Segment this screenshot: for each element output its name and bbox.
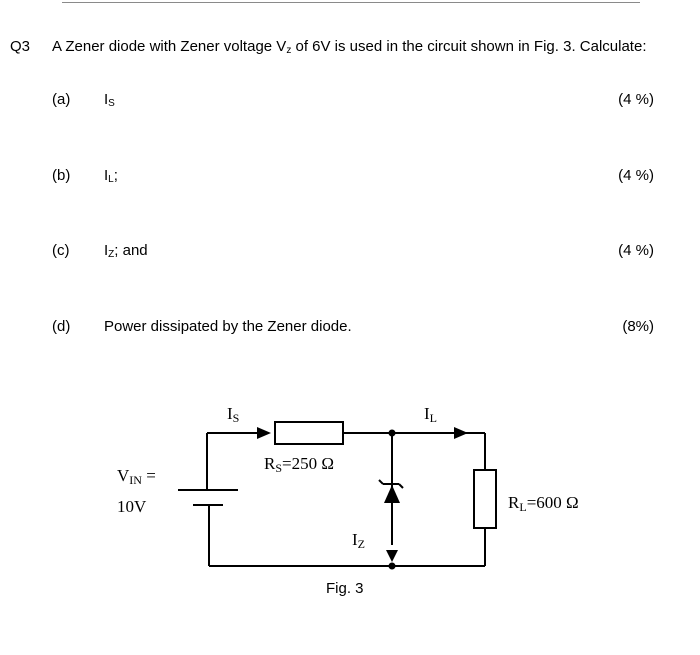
part-d-marks: (8%) (622, 318, 654, 335)
top-rule (62, 2, 640, 3)
part-a-marks: (4 %) (618, 91, 654, 108)
junction-dot-bottom (388, 562, 396, 570)
junction-dot-top (388, 429, 396, 437)
label-iz: IZ (352, 530, 365, 551)
label-vin-value: 10V (117, 497, 147, 516)
part-b-label: (b) (52, 167, 71, 184)
zener-bend-right (398, 483, 404, 489)
zener-circuit-diagram: IS IL RS=250 Ω RL=600 Ω VIN = 10V IZ (117, 404, 579, 570)
part-a-text: IS (104, 91, 115, 109)
zener-diode-triangle-icon (384, 485, 400, 503)
question-text: A Zener diode with Zener voltage Vz of 6… (52, 38, 647, 56)
part-b-marks: (4 %) (618, 167, 654, 184)
resistor-rl (473, 469, 497, 529)
part-d-label: (d) (52, 318, 71, 335)
label-rs: RS=250 Ω (264, 454, 334, 475)
part-c-text: IZ; and (104, 242, 148, 260)
part-c-marks: (4 %) (618, 242, 654, 259)
is-arrow-icon (257, 427, 271, 439)
part-b-text: IL; (104, 167, 118, 185)
zener-bend-left (378, 479, 384, 485)
resistor-rs (274, 421, 344, 445)
part-c-label: (c) (52, 242, 70, 259)
part-a-label: (a) (52, 91, 71, 108)
label-is: IS (227, 404, 239, 425)
iz-arrow-icon (386, 550, 398, 562)
il-arrow-icon (454, 427, 468, 439)
part-d-text: Power dissipated by the Zener diode. (104, 318, 352, 335)
label-vin: VIN = (117, 466, 156, 487)
question-number: Q3 (10, 38, 31, 55)
label-il: IL (424, 404, 437, 425)
label-rl: RL=600 Ω (508, 493, 579, 514)
figure-caption: Fig. 3 (326, 580, 364, 597)
